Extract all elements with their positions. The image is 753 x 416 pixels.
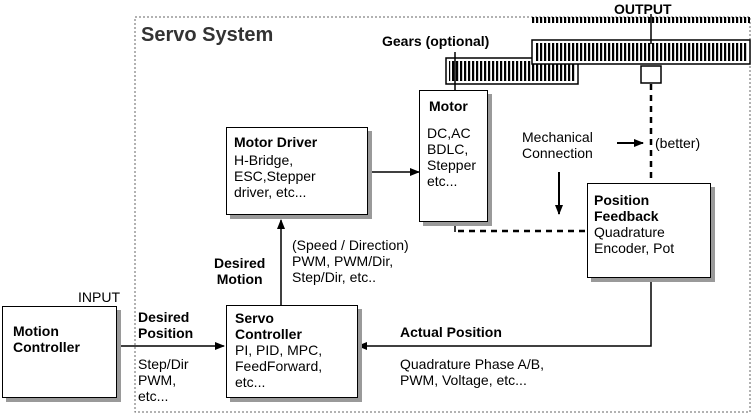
step-dir-label: Step/Dir PWM, etc...	[138, 356, 189, 404]
position-feedback-title: Position Feedback	[594, 192, 659, 224]
motor-driver-title: Motor Driver	[234, 134, 318, 150]
servo-controller-title: Servo Controller	[235, 310, 302, 342]
motor-driver-body: H-Bridge, ESC,Stepper driver, etc...	[234, 152, 316, 200]
quadrature-phase-label: Quadrature Phase A/B, PWM, Voltage, etc.…	[400, 356, 544, 388]
desired-motion-label: Desired Motion	[214, 255, 266, 287]
servo-controller-body: PI, PID, MPC, FeedForward, etc...	[235, 342, 323, 390]
motor-title: Motor	[429, 98, 468, 114]
speed-direction-label: (Speed / Direction) PWM, PWM/Dir, Step/D…	[292, 237, 409, 285]
desired-position-label: Desired Position	[138, 309, 194, 341]
mechanical-connection-label: Mechanical Connection	[522, 129, 593, 161]
position-feedback-body: Quadrature Encoder, Pot	[594, 224, 675, 256]
input-label: INPUT	[78, 289, 120, 305]
actual-position-label: Actual Position	[400, 324, 502, 340]
better-label: (better)	[655, 135, 701, 151]
gears-label: Gears (optional)	[382, 33, 490, 49]
encoder-coupling	[640, 65, 662, 84]
motion-controller-box: Motion Controller	[2, 306, 117, 398]
servo-controller-box: Servo Controller PI, PID, MPC, FeedForwa…	[226, 305, 358, 398]
motion-controller-title: Motion Controller	[13, 323, 80, 355]
motor-box: Motor DC,AC BDLC, Stepper etc...	[419, 90, 488, 222]
motor-driver-box: Motor Driver H-Bridge, ESC,Stepper drive…	[226, 127, 368, 215]
gear-large	[531, 17, 751, 65]
servo-system-boundary	[134, 16, 751, 413]
position-feedback-box: Position Feedback Quadrature Encoder, Po…	[587, 183, 711, 278]
servo-system-title: Servo System	[141, 24, 274, 46]
motor-body: DC,AC BDLC, Stepper etc...	[427, 125, 477, 189]
gear-small	[445, 57, 579, 85]
output-label: OUTPUT	[614, 1, 672, 17]
